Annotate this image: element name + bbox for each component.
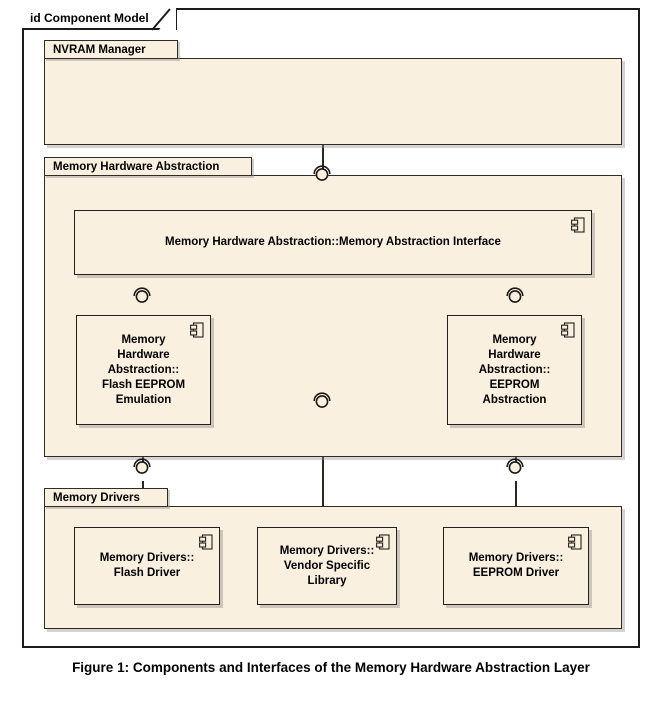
component-icon bbox=[199, 534, 213, 550]
component-label: Memory Drivers:: EEPROM Driver bbox=[468, 552, 564, 579]
package-nvram-manager[interactable]: NVRAM Manager bbox=[44, 40, 622, 145]
assembly-connector-interface-to-vendor-library bbox=[313, 392, 331, 408]
component-vendor-specific-library[interactable]: Memory Drivers:: Vendor Specific Library bbox=[257, 527, 397, 605]
component-label: Memory Drivers:: Flash Driver bbox=[99, 552, 195, 579]
wire-nvram-to-interface bbox=[322, 143, 324, 173]
component-eeprom-driver[interactable]: Memory Drivers:: EEPROM Driver bbox=[443, 527, 589, 605]
wire-vendor-library-feed bbox=[322, 410, 324, 527]
assembly-connector-interface-to-flash-emulation bbox=[133, 287, 151, 303]
component-label: Memory Hardware Abstraction:: EEPROM Abs… bbox=[478, 333, 551, 406]
assembly-connector-nvram-to-interface bbox=[313, 165, 331, 181]
component-eeprom-abstraction[interactable]: Memory Hardware Abstraction:: EEPROM Abs… bbox=[447, 315, 582, 425]
assembly-connector-interface-to-eeprom-abstraction bbox=[506, 287, 524, 303]
component-flash-driver[interactable]: Memory Drivers:: Flash Driver bbox=[74, 527, 220, 605]
wire-eeprom-driver-feed bbox=[515, 481, 517, 527]
component-icon bbox=[568, 534, 582, 550]
package-label-nvram-manager: NVRAM Manager bbox=[44, 40, 178, 59]
assembly-connector-flash-emulation-to-driver bbox=[133, 458, 151, 474]
component-label: Memory Drivers:: Vendor Specific Library bbox=[279, 544, 375, 587]
figure-caption: Figure 1: Components and Interfaces of t… bbox=[72, 660, 590, 675]
component-memory-abstraction-interface[interactable]: Memory Hardware Abstraction::Memory Abst… bbox=[74, 210, 592, 275]
diagram-frame-title: id Component Model bbox=[22, 7, 177, 30]
component-icon bbox=[571, 217, 585, 233]
package-body-nvram-manager bbox=[44, 58, 622, 145]
package-label-memory-hardware-abstraction: Memory Hardware Abstraction bbox=[44, 157, 252, 176]
component-flash-eeprom-emulation[interactable]: Memory Hardware Abstraction:: Flash EEPR… bbox=[76, 315, 211, 425]
package-label-memory-drivers: Memory Drivers bbox=[44, 488, 168, 507]
component-icon bbox=[190, 322, 204, 338]
component-icon bbox=[376, 534, 390, 550]
component-label: Memory Hardware Abstraction:: Flash EEPR… bbox=[101, 333, 186, 406]
component-icon bbox=[561, 322, 575, 338]
component-label: Memory Hardware Abstraction::Memory Abst… bbox=[165, 236, 501, 248]
assembly-connector-eeprom-abstraction-to-driver bbox=[506, 458, 524, 474]
